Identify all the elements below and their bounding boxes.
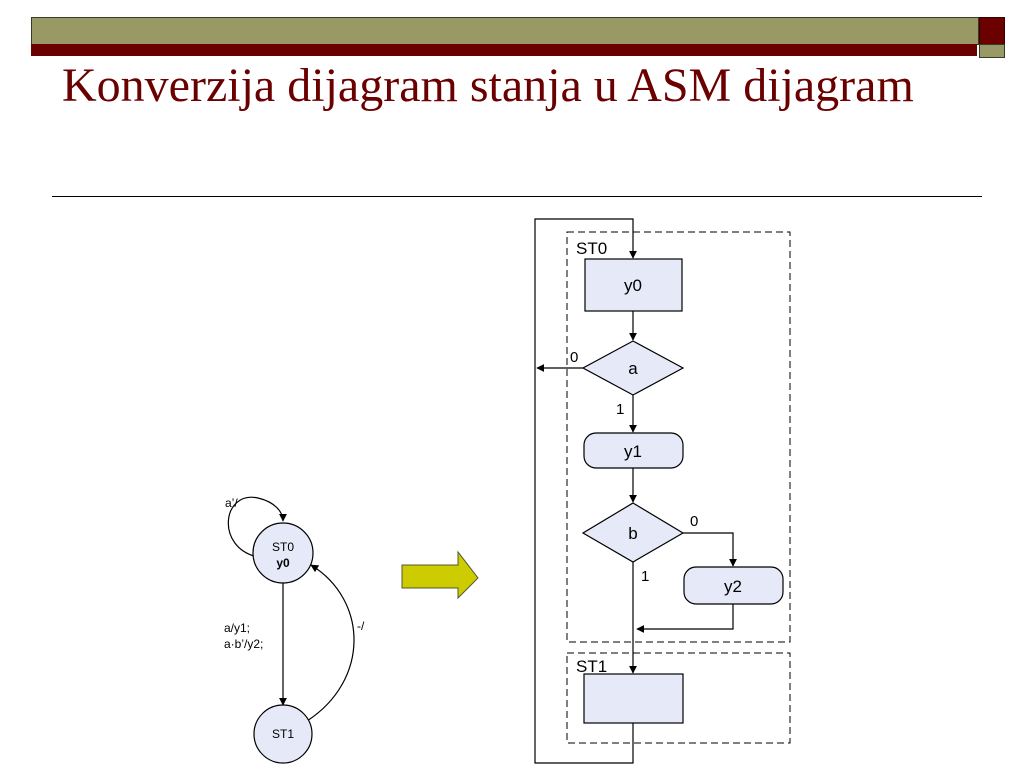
- flow-b-false: [683, 532, 737, 567]
- decision-a-false-label: 0: [570, 349, 578, 366]
- decision-b-label: b: [628, 524, 637, 543]
- edge-st0-st1-label-2: a·b’/y2;: [224, 637, 263, 651]
- asm-block-st0: [566, 231, 791, 643]
- decision-b-true-label: 1: [641, 568, 649, 585]
- state-st0-output: y0: [276, 556, 290, 570]
- asm-block-st0-label: ST0: [576, 239, 607, 258]
- state-node-st1: [253, 704, 313, 764]
- state-node-st0: [252, 522, 314, 584]
- state-box-st1: [583, 673, 684, 724]
- conversion-arrow: [401, 550, 479, 600]
- state-st0-name: ST0: [272, 540, 294, 554]
- state-box-y0: [584, 258, 683, 312]
- state-diagram: a’/ a/y1; a·b’/y2; -/ ST0 y0 ST1: [224, 496, 365, 764]
- decision-a-label: a: [628, 359, 638, 378]
- decision-b-false-label: 0: [690, 513, 698, 530]
- self-loop-edge: [227, 496, 287, 558]
- edge-st1-st0-label: -/: [357, 619, 365, 633]
- asm-chart: ST0 ST1 y0 a 0 1 y1 b 0 1 y2: [534, 218, 791, 764]
- corner-square-olive: [979, 44, 1005, 58]
- decision-a-true-label: 1: [616, 401, 624, 418]
- feedback-loop-line: [534, 218, 637, 764]
- edge-st0-st1-label-1: a/y1;: [224, 621, 250, 635]
- self-loop-label: a’/: [225, 496, 238, 510]
- asm-block-st1-label: ST1: [576, 657, 607, 676]
- state-st1-name: ST1: [272, 727, 294, 741]
- state-box-y0-label: y0: [624, 276, 642, 295]
- title-underline: [52, 196, 982, 197]
- conditional-y1-label: y1: [624, 442, 642, 461]
- asm-block-st1: [566, 652, 791, 744]
- conditional-y2-label: y2: [724, 577, 742, 596]
- header-bar-red: [31, 44, 977, 56]
- flow-y2-merge: [636, 604, 734, 633]
- edge-st1-to-st0: [306, 564, 355, 722]
- slide-title: Konverzija dijagram stanja u ASM dijagra…: [62, 59, 914, 112]
